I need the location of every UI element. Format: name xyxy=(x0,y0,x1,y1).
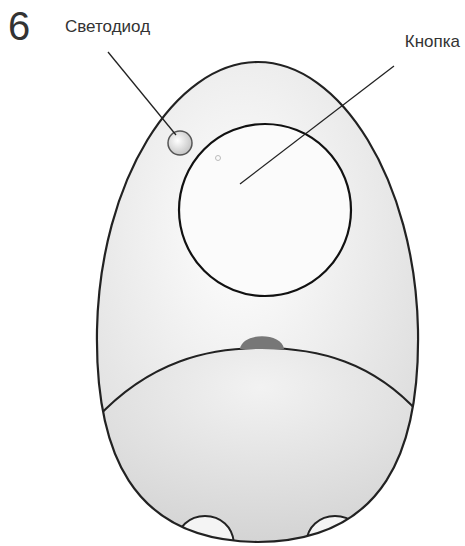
button-leader xyxy=(240,66,394,184)
indicator-notch xyxy=(240,336,284,349)
part-label: Светодиод xyxy=(65,18,150,37)
figure-number: 6 xyxy=(8,4,30,48)
lower-panel xyxy=(95,348,425,546)
led-leader xyxy=(108,52,176,135)
button-circle xyxy=(179,124,351,296)
led-circle xyxy=(168,131,192,155)
part-label: Кнопка xyxy=(405,33,460,52)
fob-outline xyxy=(97,62,418,542)
foot-arch-right xyxy=(306,516,364,546)
button-dot xyxy=(216,156,221,161)
foot-arch-left xyxy=(176,516,234,546)
